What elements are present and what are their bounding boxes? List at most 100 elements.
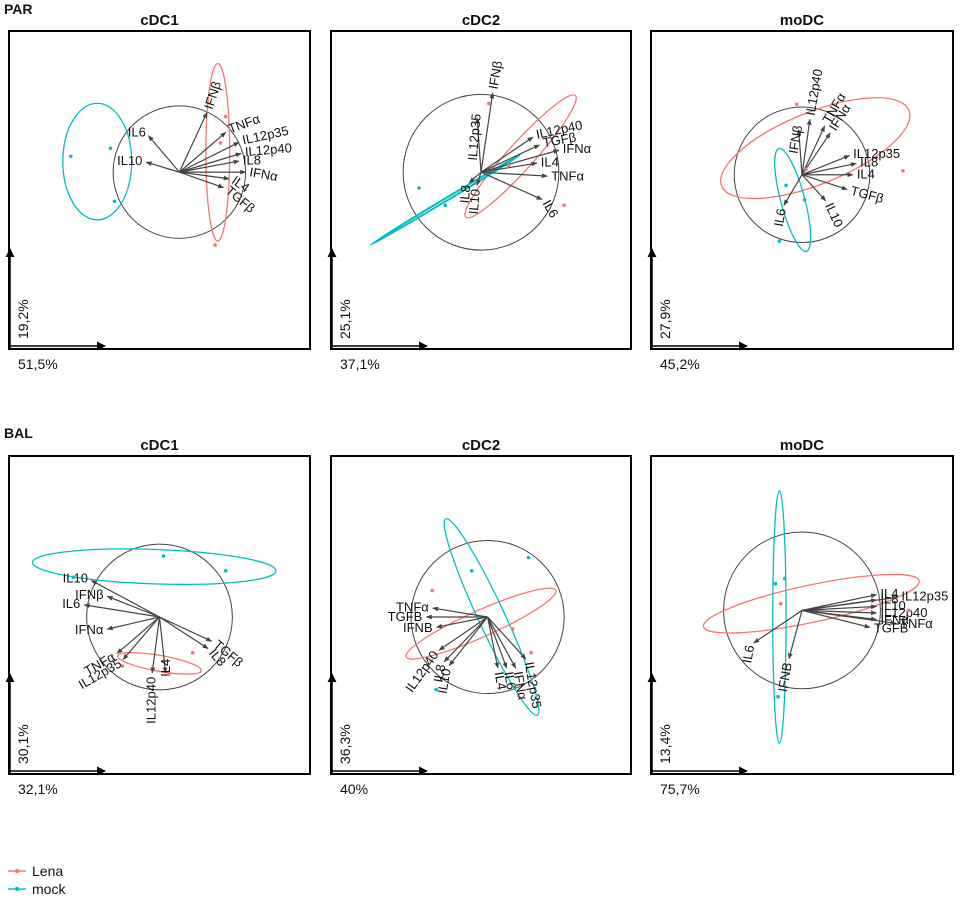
point-lena — [529, 650, 533, 655]
loading-label: IL12p35 — [853, 146, 900, 161]
ellipse-mock — [774, 147, 812, 253]
point-mock — [443, 203, 448, 207]
x-axis-label: 51,5% — [18, 356, 58, 372]
point-lena — [223, 114, 228, 119]
loading-label: IFNβ — [75, 587, 103, 602]
point-mock — [434, 687, 438, 692]
correlation-circle — [733, 106, 871, 243]
loading-label: TNFα — [396, 599, 429, 614]
legend-item-mock: mock — [8, 881, 66, 897]
loading-label: IL6 — [771, 207, 789, 227]
group-label-par: PAR — [4, 1, 33, 17]
loading-label: IL6 — [540, 197, 562, 220]
loading-label: IL12p35 — [465, 113, 484, 161]
loading-arrow-IL8 — [468, 171, 482, 184]
loading-arrow-IL12p40 — [801, 609, 878, 616]
panel-frame — [650, 30, 954, 350]
panel-frame — [8, 455, 311, 775]
loading-label: IL12p40 — [803, 68, 826, 117]
point-lena — [906, 608, 911, 613]
loading-arrow-IL12p40 — [438, 616, 488, 651]
point-lena — [120, 664, 125, 668]
loading-arrow-IL10 — [90, 580, 160, 618]
loading-label: TNFα — [900, 616, 933, 631]
loading-arrow-TGFβ — [179, 171, 225, 189]
loading-label: IFNα — [75, 622, 104, 637]
y-axis-label: 13,4% — [657, 724, 673, 764]
loading-arrow-IL6 — [83, 603, 160, 618]
loading-label: IL10 — [880, 598, 905, 613]
point-lena — [218, 141, 223, 145]
panel-frame — [330, 455, 632, 775]
loading-label: IL8 — [243, 152, 261, 167]
loading-arrow-TNFα — [178, 131, 227, 173]
y-axis-label: 30,1% — [15, 724, 31, 764]
correlation-circle — [402, 93, 560, 251]
point-mock — [773, 581, 778, 586]
loading-label: IFNβ — [485, 60, 505, 91]
loading-arrow-IL12p40 — [150, 616, 161, 674]
loading-label: IL10 — [466, 188, 483, 215]
point-lena — [430, 588, 434, 593]
point-lena — [506, 163, 511, 168]
loading-arrow-IL12p40 — [179, 152, 242, 173]
loading-label: IL6 — [128, 125, 146, 140]
point-mock — [776, 694, 780, 699]
loading-arrow-IFNB — [435, 616, 488, 629]
y-axis-label: 27,9% — [657, 299, 673, 339]
loading-arrow-IL8 — [801, 162, 857, 176]
point-lena — [562, 203, 566, 207]
loading-arrow-TNFα — [801, 609, 897, 626]
ellipse-lena — [720, 97, 911, 200]
loading-label: IFNB — [403, 620, 433, 635]
group-label-bal: BAL — [4, 425, 33, 441]
point-lena — [794, 102, 799, 107]
point-lena — [213, 243, 217, 247]
point-mock — [782, 576, 787, 581]
loading-arrow-IL12p35 — [487, 616, 527, 660]
loading-label: TGFβ — [542, 130, 578, 151]
loading-label: IFNβ — [785, 124, 805, 155]
loading-label: IL12p40 — [244, 140, 292, 159]
x-axis-label: 40% — [340, 781, 368, 797]
x-axis-label: 45,2% — [660, 356, 700, 372]
loading-label: IL12p35 — [901, 589, 948, 604]
loading-arrow-IFNβ — [106, 595, 160, 618]
loading-arrow-TNFα — [480, 171, 548, 179]
legend-swatch-dot — [14, 886, 20, 892]
loading-arrow-IL10 — [801, 174, 827, 202]
loading-arrow-TGFβ — [480, 144, 540, 173]
loading-arrow-IL10 — [801, 604, 878, 611]
loading-arrow-IL12p40 — [801, 118, 812, 175]
loading-arrow-IL12p35 — [475, 117, 482, 173]
x-axis-label: 75,7% — [660, 781, 700, 797]
loading-arrow-IL6 — [487, 616, 508, 669]
y-axis-label: 25,1% — [337, 299, 353, 339]
loading-arrow-IL12p40 — [480, 136, 534, 173]
loading-label: IL12p40 — [880, 605, 927, 620]
loading-arrow-IFNβ — [796, 128, 803, 175]
loading-label: IL10 — [117, 153, 142, 168]
legend-label: mock — [32, 881, 66, 897]
loading-label: IFNα — [248, 164, 279, 184]
panel-par-cdc1: cDC1IFNβTNFαIL12p35IL12p40IL8IFNαIL4TGFβ… — [5, 12, 311, 372]
loading-label: IFNB — [775, 661, 795, 693]
loading-arrow-IL8 — [179, 159, 240, 173]
point-mock — [71, 575, 76, 580]
panel-frame — [650, 455, 954, 775]
loading-arrow-IL6 — [753, 609, 803, 644]
loading-arrow-IL6 — [480, 171, 543, 201]
loading-arrow-TGFB — [801, 609, 871, 629]
x-axis-label: 32,1% — [18, 781, 58, 797]
loading-arrow-IFNα — [487, 616, 517, 669]
loading-label: IL4 — [492, 671, 510, 691]
loading-label: IL6 — [62, 596, 80, 611]
loading-arrow-IL10 — [448, 616, 489, 666]
legend-swatch-dot — [14, 868, 20, 874]
loading-label: TNFα — [551, 168, 584, 183]
loading-label: IL4 — [857, 167, 875, 182]
panel-title: moDC — [780, 12, 824, 29]
ellipse-lena — [117, 651, 202, 675]
